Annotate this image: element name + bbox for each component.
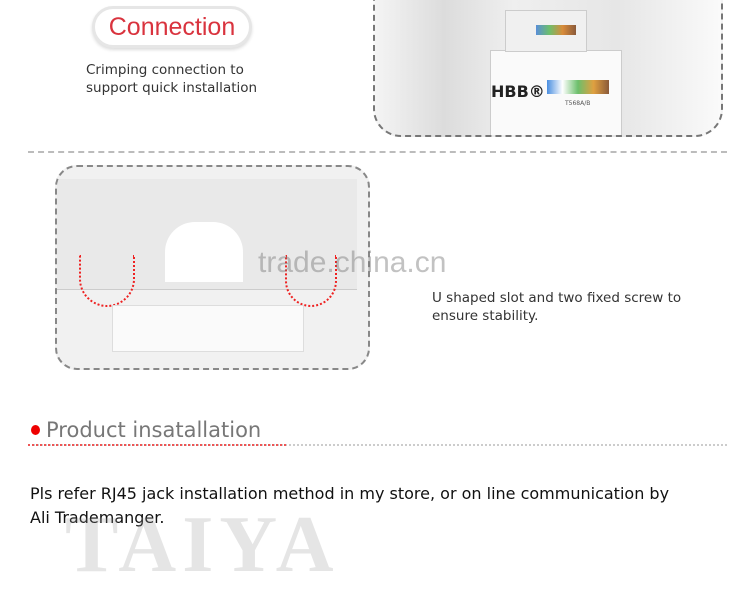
color-code-strip: [547, 80, 609, 94]
heading-underline-accent: [28, 444, 286, 446]
connection-description: Crimping connection to support quick ins…: [86, 61, 257, 97]
product-brand-label: HBB®: [491, 82, 545, 101]
wire-colors: [536, 25, 576, 35]
bullet-dot-icon: [31, 425, 40, 435]
jack-top: [505, 10, 587, 52]
screw-marker-right: [285, 255, 337, 307]
paragraph-line: Pls refer RJ45 jack installation method …: [30, 484, 670, 503]
section-divider: [28, 151, 727, 153]
connection-badge: Connection: [92, 6, 252, 48]
paragraph-line: Ali Trademanger.: [30, 508, 165, 527]
plate-tab: [112, 305, 304, 352]
connection-product-image: HBB® T568A/B: [373, 0, 723, 137]
u-slot: [165, 222, 243, 282]
desc-line: ensure stability.: [432, 308, 539, 324]
installation-paragraph: Pls refer RJ45 jack installation method …: [30, 482, 730, 530]
heading-underline: [28, 444, 727, 446]
watermark-text: trade.china.cn: [258, 246, 447, 279]
slot-product-image: [55, 165, 370, 370]
section-heading: Product insatallation: [46, 418, 262, 442]
screw-marker-left: [79, 255, 135, 307]
desc-line: U shaped slot and two fixed screw to: [432, 290, 682, 306]
product-code: T568A/B: [565, 100, 591, 107]
slot-description: U shaped slot and two fixed screw to ens…: [432, 289, 681, 325]
desc-line: support quick installation: [86, 80, 258, 96]
brand-watermark: TAIYA: [65, 501, 340, 589]
desc-line: Crimping connection to: [86, 62, 244, 78]
